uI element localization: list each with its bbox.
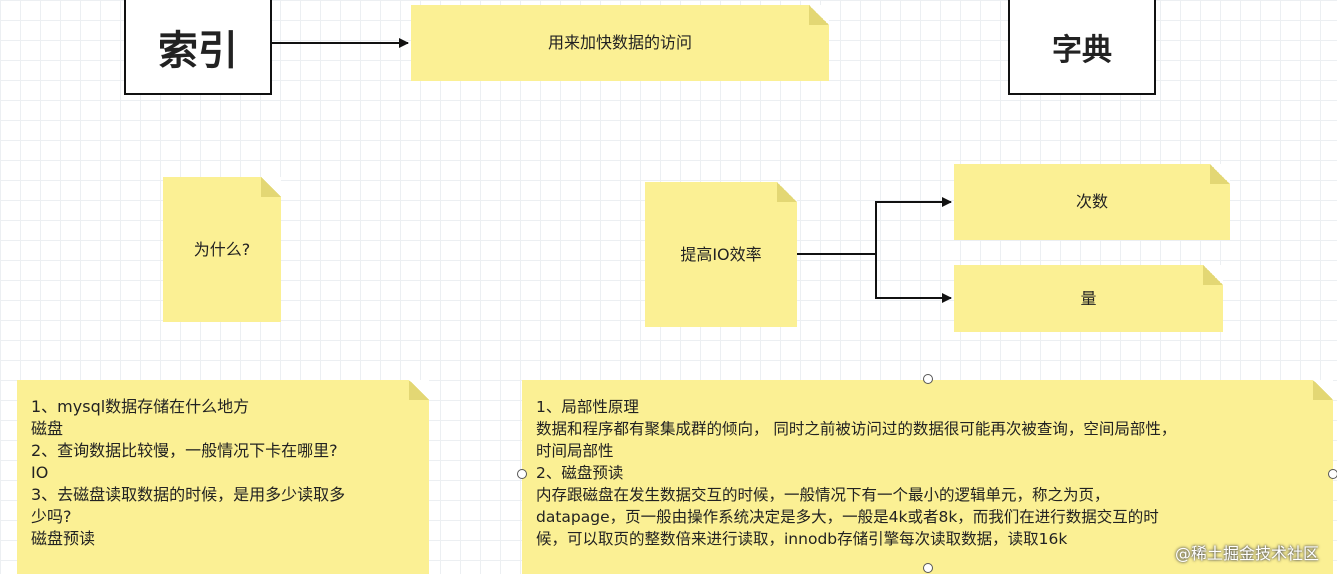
questions-line: 磁盘预读 (31, 529, 96, 548)
watermark: @稀土掘金技术社区 (1174, 544, 1319, 563)
questions-line: 2、查询数据比较慢，一般情况下卡在哪里? (31, 441, 338, 460)
principles-line: datapage，页一般由操作系统决定是多大，一般是4k或者8k，而我们在进行数… (536, 508, 1159, 526)
note-speed-up[interactable]: 用来加快数据的访问 (411, 5, 829, 81)
fold-corner (1313, 380, 1333, 400)
questions-line: 磁盘 (31, 419, 64, 438)
principles-line: 内存跟磁盘在发生数据交互的时候，一般情况下有一个最小的逻辑单元，称之为页， (536, 486, 1110, 504)
resize-handle-bottom[interactable] (923, 563, 933, 573)
questions-line: 3、去磁盘读取数据的时候，是用多少读取多 (31, 485, 346, 504)
resize-handle-left[interactable] (517, 469, 527, 479)
fold-corner (261, 177, 281, 197)
fold-corner (777, 182, 797, 202)
fold-corner (1203, 265, 1223, 285)
principles-line: 2、磁盘预读 (536, 464, 624, 482)
note-why-label: 为什么? (193, 239, 251, 259)
principles-line: 候，可以取页的整数倍来进行读取，innodb存储引擎每次读取数据，读取16k (536, 530, 1068, 548)
fold-corner (1210, 164, 1230, 184)
questions-line: IO (31, 463, 49, 482)
principles-line: 时间局部性 (536, 442, 614, 460)
note-count-label: 次数 (1075, 192, 1108, 211)
fold-corner (409, 380, 429, 400)
dictionary-box[interactable]: 字典 (1008, 0, 1156, 95)
note-improve-io[interactable]: 提高IO效率 (645, 182, 797, 327)
dictionary-box-label: 字典 (1052, 32, 1112, 68)
note-amount[interactable]: 量 (954, 265, 1223, 332)
note-amount-label: 量 (1080, 288, 1097, 308)
questions-line: 少吗? (31, 507, 72, 526)
questions-line: 1、mysql数据存储在什么地方 (31, 397, 250, 416)
note-questions[interactable]: 1、mysql数据存储在什么地方 磁盘 2、查询数据比较慢，一般情况下卡在哪里?… (17, 380, 429, 574)
note-speed-up-label: 用来加快数据的访问 (547, 33, 692, 52)
resize-handle-right[interactable] (1328, 469, 1337, 479)
note-count[interactable]: 次数 (954, 164, 1230, 240)
principles-line: 数据和程序都有聚集成群的倾向， 同时之前被访问过的数据很可能再次被查询，空间局部… (536, 420, 1177, 438)
index-box-label: 索引 (158, 27, 238, 74)
index-box[interactable]: 索引 (124, 0, 272, 95)
resize-handle-top[interactable] (923, 374, 933, 384)
arrow-io-to-amount (875, 254, 952, 303)
fold-corner (809, 5, 829, 25)
note-improve-io-label: 提高IO效率 (680, 244, 762, 264)
arrow-io-to-count (797, 197, 952, 255)
note-principles[interactable]: 1、局部性原理 数据和程序都有聚集成群的倾向， 同时之前被访问过的数据很可能再次… (522, 380, 1333, 574)
note-why[interactable]: 为什么? (163, 177, 281, 322)
principles-line: 1、局部性原理 (536, 398, 639, 416)
